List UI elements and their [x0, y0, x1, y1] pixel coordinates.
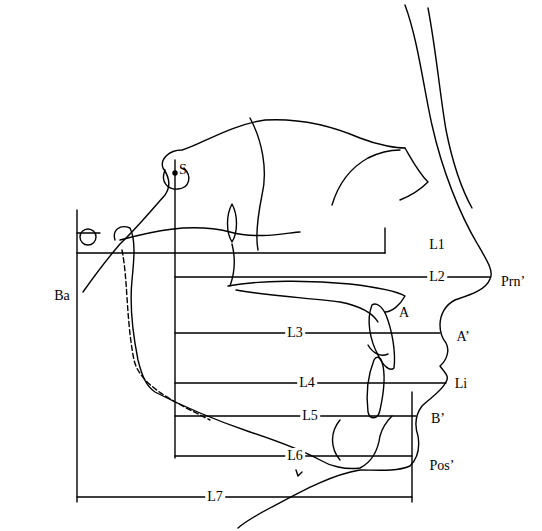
soft-palate — [230, 244, 234, 286]
point-label: Ba — [52, 288, 72, 304]
nasal-line — [428, 8, 472, 208]
palate — [228, 281, 405, 312]
ear-rod — [80, 229, 96, 245]
point-label: Li — [453, 376, 469, 392]
measure-label: L1 — [427, 237, 447, 253]
measure-label: L5 — [300, 408, 320, 424]
vertical-reference — [174, 160, 175, 458]
point-label: Prn’ — [499, 274, 527, 290]
point-label: A’ — [454, 329, 471, 345]
measure-label: L7 — [205, 489, 225, 505]
pterygomaxillary-fissure — [228, 204, 237, 242]
point-label: A — [397, 305, 411, 321]
sella-point — [173, 171, 177, 175]
measure-label: L6 — [285, 448, 305, 464]
measure-line — [175, 332, 440, 333]
orbit — [332, 150, 400, 205]
point-label: Pos’ — [428, 458, 457, 474]
basal-line — [120, 228, 300, 240]
lower-incisor — [367, 357, 384, 418]
vertical-reference — [411, 392, 412, 502]
mandible — [114, 227, 392, 469]
upper-molar — [368, 345, 388, 355]
menton-mark — [296, 470, 302, 476]
point-label: B’ — [429, 411, 447, 427]
soft-tissue-profile — [238, 5, 491, 528]
symphysis — [333, 420, 341, 460]
measure-label: L2 — [427, 269, 447, 285]
nasal-bone — [400, 148, 428, 200]
point-label: S — [177, 162, 189, 178]
vertical-reference — [76, 210, 77, 502]
measure-label: L4 — [297, 375, 317, 391]
mandible-outline-dashed — [122, 250, 210, 420]
measure-line — [77, 496, 412, 497]
cranial-base — [83, 120, 405, 292]
tick — [384, 228, 385, 253]
palate — [236, 290, 378, 322]
upper-incisor — [369, 304, 394, 369]
cranial-line — [250, 118, 264, 250]
measure-line — [175, 415, 416, 416]
measure-label: L3 — [285, 325, 305, 341]
